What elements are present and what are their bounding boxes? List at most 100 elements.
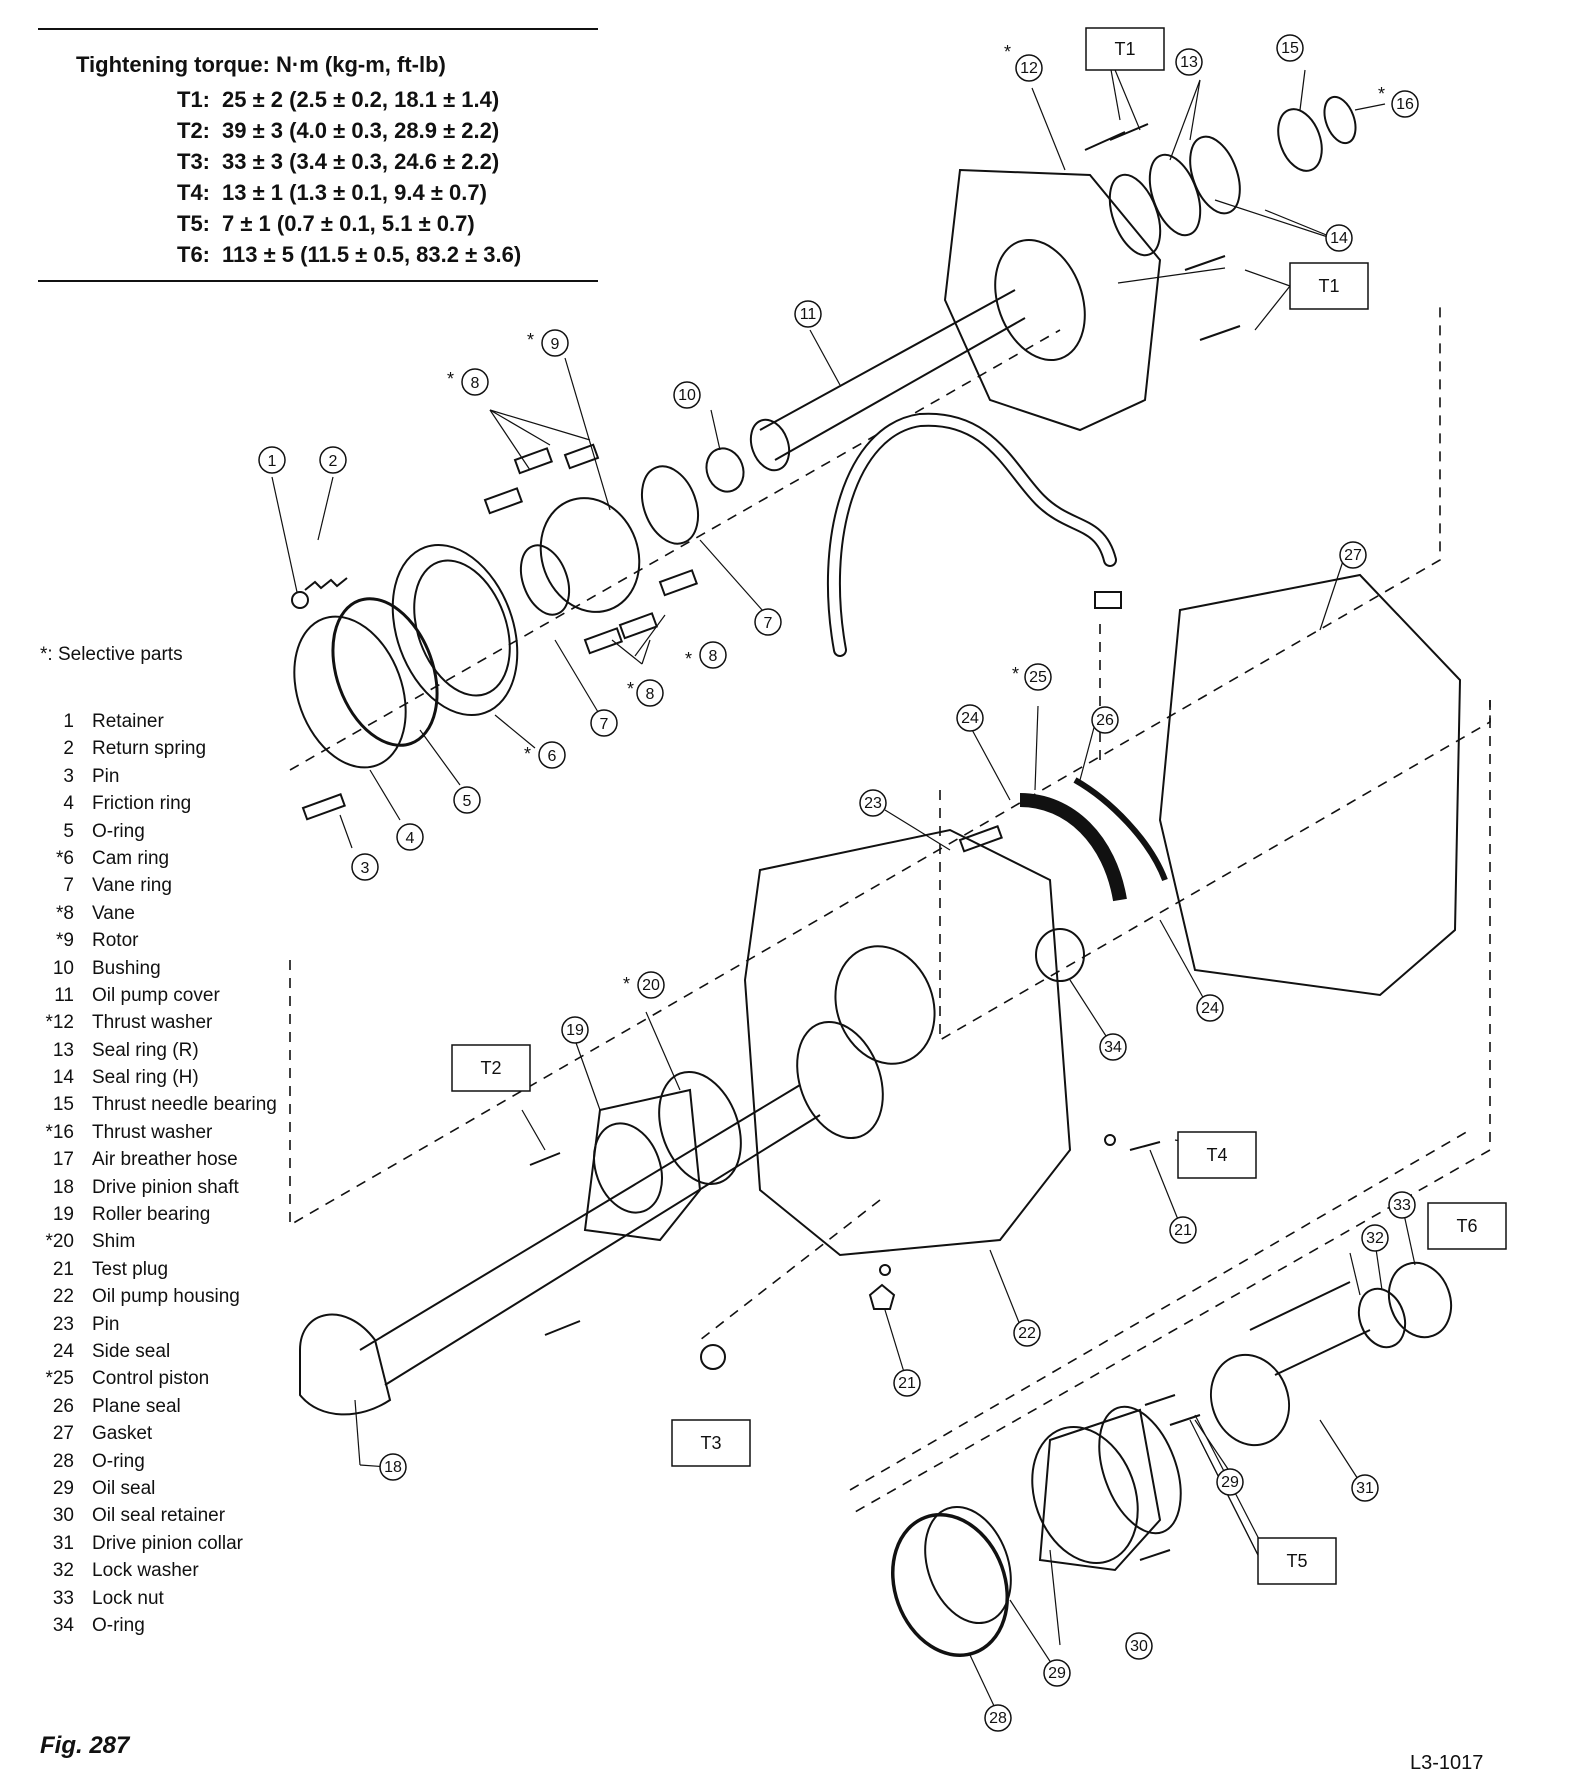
o-ring-34 (1035, 928, 1085, 982)
friction-ring (293, 615, 407, 769)
callout-14: 14 (1325, 224, 1353, 252)
svg-text:21: 21 (1174, 1222, 1192, 1239)
callout-18: 18 (379, 1453, 407, 1481)
gasket (1158, 573, 1462, 997)
callout-8b: 8 (699, 641, 727, 669)
legend-part-name: Vane ring (92, 875, 172, 897)
legend-part-name: Thrust washer (92, 1012, 213, 1034)
callout-31: 31 (1351, 1474, 1379, 1502)
torque-table-bottom-rule (38, 280, 598, 282)
torque-row: T2:39 ± 3 (4.0 ± 0.3, 28.9 ± 2.2) (38, 115, 598, 146)
star-8c: * (627, 679, 634, 699)
torque-value: 33 ± 3 (3.4 ± 0.3, 24.6 ± 2.2) (222, 149, 500, 174)
bushing (705, 447, 745, 493)
legend-number: 23 (52, 1313, 74, 1335)
legend-part-name: Cam ring (92, 847, 170, 869)
legend-number: 2 (63, 738, 74, 760)
air-breather-hose (826, 412, 1117, 657)
torque-table-top-rule (38, 28, 598, 30)
svg-text:24: 24 (961, 710, 979, 727)
star-8b: * (685, 649, 692, 669)
svg-text:7: 7 (764, 615, 773, 632)
callout-30: 30 (1125, 1632, 1153, 1660)
star-20: * (623, 974, 630, 994)
svg-text:16: 16 (1396, 96, 1414, 113)
legend-part-name: Thrust washer (92, 1121, 213, 1143)
callout-32: 32 (1361, 1224, 1389, 1252)
legend-number: 34 (52, 1614, 74, 1636)
callout-1: 1 (258, 446, 286, 474)
figure-label: Fig. 287 (40, 1732, 130, 1759)
torque-box-t2: T2 (451, 1044, 531, 1092)
legend-number: 30 (52, 1505, 74, 1527)
svg-text:34: 34 (1104, 1039, 1122, 1056)
legend-number: 24 (52, 1340, 74, 1362)
legend-item: 26 Plane seal (30, 1393, 277, 1420)
callout-15: 15 (1276, 34, 1304, 62)
svg-text:8: 8 (471, 375, 480, 392)
legend-part-name: Rotor (92, 930, 139, 952)
legend-number: 21 (52, 1258, 74, 1280)
torque-row: T5:7 ± 1 (0.7 ± 0.1, 5.1 ± 0.7) (38, 208, 598, 239)
thrust-washer-16 (1323, 95, 1357, 145)
svg-text:13: 13 (1180, 54, 1198, 71)
torque-row: T6:113 ± 5 (11.5 ± 0.5, 83.2 ± 3.6) (38, 239, 598, 270)
legend-number: 26 (52, 1395, 74, 1417)
callout-9: 9 (541, 329, 569, 357)
callout-2: 2 (319, 446, 347, 474)
svg-text:T2: T2 (480, 1058, 501, 1078)
oil-pump-housing (743, 828, 1072, 1257)
legend-part-name: Oil seal (92, 1477, 156, 1499)
callout-29a: 29 (1216, 1468, 1244, 1496)
roller-bearing (583, 1088, 702, 1242)
torque-key: T2: (177, 118, 210, 143)
svg-text:7: 7 (600, 716, 609, 733)
legend-item: 21 Test plug (30, 1256, 277, 1283)
legend-number: 15 (52, 1094, 74, 1116)
star-8a: * (447, 369, 454, 389)
legend-part-name: Bushing (92, 957, 161, 979)
svg-text:T4: T4 (1206, 1145, 1227, 1165)
svg-text:28: 28 (989, 1710, 1007, 1727)
svg-text:25: 25 (1029, 669, 1047, 686)
oil-seal-29b (924, 1505, 1012, 1625)
callout-20: 20 (637, 971, 665, 999)
callout-24b: 24 (1196, 994, 1224, 1022)
legend-part-name: Plane seal (92, 1395, 181, 1417)
svg-text:T1: T1 (1114, 39, 1135, 59)
callout-22: 22 (1013, 1319, 1041, 1347)
svg-text:15: 15 (1281, 40, 1299, 57)
legend-number: *8 (56, 902, 74, 924)
svg-text:T6: T6 (1456, 1216, 1477, 1236)
legend-part-name: Test plug (92, 1258, 169, 1280)
callout-12: 12 (1015, 54, 1043, 82)
legend-part-name: O-ring (92, 1450, 145, 1472)
selective-parts-note: *: Selective parts (40, 644, 183, 665)
torque-box-t1b: T1 (1289, 262, 1369, 310)
svg-text:29: 29 (1221, 1474, 1239, 1491)
callout-26: 26 (1091, 706, 1119, 734)
plane-seal (1073, 777, 1168, 882)
legend-number: *25 (45, 1368, 74, 1390)
torque-rows: T1: 25 ± 2 (2.5 ± 0.2, 18.1 ± 1.4) T2:39 ±… (38, 84, 598, 270)
torque-row: T1: 25 ± 2 (2.5 ± 0.2, 18.1 ± 1.4) (38, 84, 598, 115)
drive-pinion-gear (299, 1313, 392, 1416)
torque-key: T1: (177, 87, 210, 112)
legend-number: 28 (52, 1450, 74, 1472)
svg-text:23: 23 (864, 795, 882, 812)
legend-part-name: Thrust needle bearing (92, 1094, 277, 1116)
torque-value: 25 ± 2 (2.5 ± 0.2, 18.1 ± 1.4) (222, 87, 500, 112)
retainer (291, 591, 309, 609)
legend-part-name: Oil seal retainer (92, 1505, 226, 1527)
